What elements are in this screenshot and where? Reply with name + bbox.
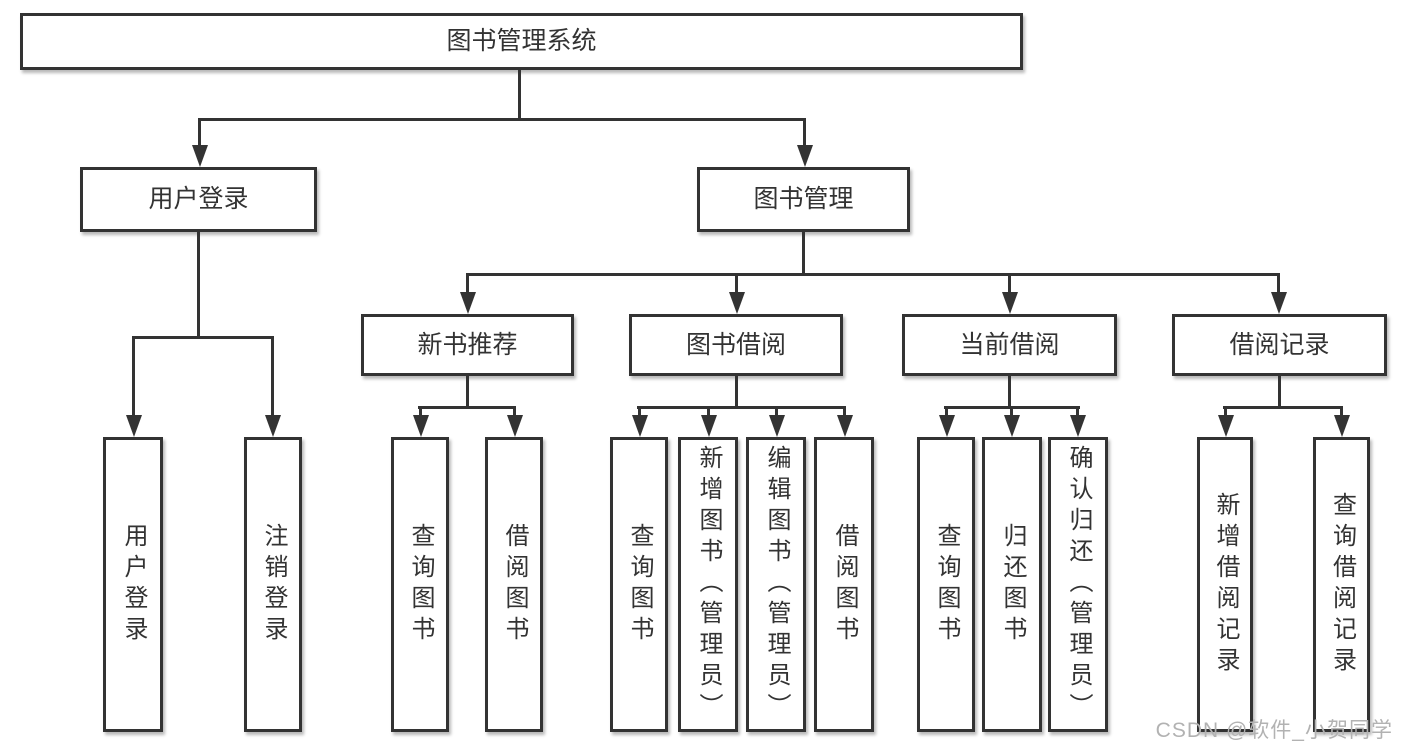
arrow-down-icon bbox=[459, 273, 476, 314]
arrow-down-icon bbox=[796, 118, 813, 167]
leaf-records-query: 查询借阅记录 bbox=[1313, 437, 1370, 732]
arrow-down-icon bbox=[1333, 406, 1350, 437]
csdn-watermark: CSDN @软件_小贺同学 bbox=[1155, 719, 1393, 742]
connector-line bbox=[197, 232, 200, 339]
arrow-down-icon bbox=[836, 406, 853, 437]
leaf-newbooks-query-label: 查询图书 bbox=[407, 522, 434, 647]
leaf-current-query: 查询图书 bbox=[917, 437, 975, 732]
connector-line bbox=[802, 232, 805, 276]
node-book-mgmt: 图书管理 bbox=[697, 167, 910, 232]
leaf-borrow-add: 新增图书（管理员） bbox=[678, 437, 738, 732]
arrow-down-icon bbox=[506, 406, 523, 437]
node-book-borrow-label: 图书借阅 bbox=[685, 330, 786, 359]
arrow-down-icon bbox=[631, 406, 648, 437]
connector-line bbox=[466, 376, 469, 409]
leaf-current-confirm: 确认归还（管理员） bbox=[1048, 437, 1108, 732]
arrow-down-icon bbox=[125, 336, 142, 437]
arrow-down-icon bbox=[1069, 406, 1086, 437]
arrow-down-icon bbox=[264, 336, 281, 437]
arrow-down-icon bbox=[1217, 406, 1234, 437]
arrow-down-icon bbox=[768, 406, 785, 437]
connector-line bbox=[518, 70, 521, 121]
connector-line bbox=[198, 118, 806, 121]
arrow-down-icon bbox=[191, 118, 208, 167]
leaf-logout-label: 注销登录 bbox=[260, 522, 287, 647]
leaf-records-add: 新增借阅记录 bbox=[1197, 437, 1253, 732]
arrow-down-icon bbox=[1270, 273, 1287, 314]
node-borrow-records-label: 借阅记录 bbox=[1229, 330, 1330, 359]
connector-line bbox=[735, 376, 738, 409]
leaf-records-query-label: 查询借阅记录 bbox=[1328, 491, 1356, 678]
leaf-borrow-edit: 编辑图书（管理员） bbox=[746, 437, 806, 732]
arrow-down-icon bbox=[700, 406, 717, 437]
connector-line bbox=[1008, 376, 1011, 409]
leaf-user-login: 用户登录 bbox=[103, 437, 163, 732]
node-current-borrow-label: 当前借阅 bbox=[959, 330, 1060, 359]
leaf-borrow-query-label: 查询图书 bbox=[626, 522, 653, 647]
node-book-mgmt-label: 图书管理 bbox=[753, 185, 854, 213]
leaf-user-login-label: 用户登录 bbox=[120, 522, 147, 647]
arrow-down-icon bbox=[1001, 273, 1018, 314]
arrow-down-icon bbox=[1003, 406, 1020, 437]
node-root-label: 图书管理系统 bbox=[446, 27, 597, 55]
connector-line bbox=[132, 336, 274, 339]
node-borrow-records: 借阅记录 bbox=[1172, 314, 1387, 376]
connector-line bbox=[637, 406, 846, 409]
arrow-down-icon bbox=[938, 406, 955, 437]
leaf-borrow-borrow-label: 借阅图书 bbox=[831, 522, 858, 647]
leaf-records-add-label: 新增借阅记录 bbox=[1212, 491, 1239, 678]
leaf-current-return-label: 归还图书 bbox=[999, 522, 1026, 647]
connector-line bbox=[1223, 406, 1343, 409]
leaf-borrow-borrow: 借阅图书 bbox=[814, 437, 874, 732]
leaf-logout: 注销登录 bbox=[244, 437, 302, 732]
connector-line bbox=[418, 406, 516, 409]
node-current-borrow: 当前借阅 bbox=[902, 314, 1117, 376]
arrow-down-icon bbox=[412, 406, 429, 437]
node-new-books: 新书推荐 bbox=[361, 314, 574, 376]
leaf-current-confirm-label: 确认归还（管理员） bbox=[1065, 445, 1092, 724]
connector-line bbox=[1278, 376, 1281, 409]
node-book-borrow: 图书借阅 bbox=[629, 314, 843, 376]
connector-line bbox=[466, 273, 1280, 276]
arrow-down-icon bbox=[728, 273, 745, 314]
leaf-current-query-label: 查询图书 bbox=[933, 522, 960, 647]
leaf-newbooks-query: 查询图书 bbox=[391, 437, 449, 732]
leaf-newbooks-borrow-label: 借阅图书 bbox=[501, 522, 528, 647]
leaf-borrow-query: 查询图书 bbox=[610, 437, 668, 732]
node-new-books-label: 新书推荐 bbox=[417, 330, 518, 359]
leaf-borrow-add-label: 新增图书（管理员） bbox=[695, 445, 722, 724]
leaf-newbooks-borrow: 借阅图书 bbox=[485, 437, 543, 732]
node-root: 图书管理系统 bbox=[20, 13, 1023, 70]
leaf-current-return: 归还图书 bbox=[982, 437, 1042, 732]
node-user-login: 用户登录 bbox=[80, 167, 317, 232]
leaf-borrow-edit-label: 编辑图书（管理员） bbox=[763, 445, 790, 724]
node-user-login-label: 用户登录 bbox=[148, 185, 249, 213]
